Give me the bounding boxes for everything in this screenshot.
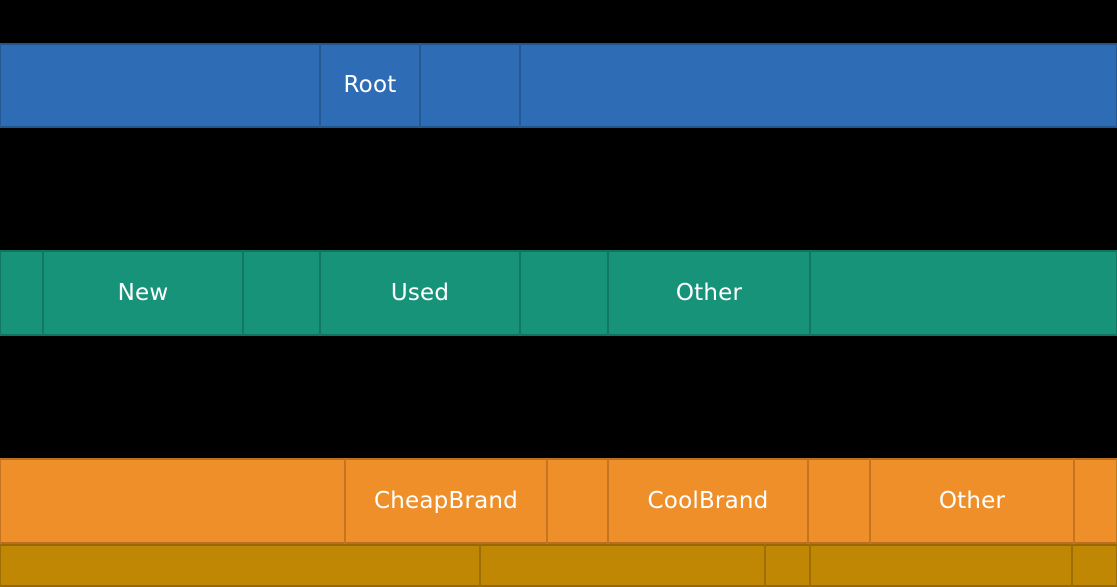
- icicle-node-label: CoolBrand: [647, 487, 769, 514]
- icicle-node-root[interactable]: Root: [320, 43, 420, 128]
- icicle-node-other[interactable]: Other: [870, 458, 1074, 544]
- icicle-node-label: CheapBrand: [374, 487, 518, 514]
- icicle-node-other[interactable]: Other: [608, 250, 810, 336]
- icicle-node-root-3[interactable]: [520, 43, 1117, 128]
- icicle-node-root-0[interactable]: [0, 43, 320, 128]
- icicle-node-label: Root: [343, 72, 397, 98]
- icicle-node-used[interactable]: Used: [320, 250, 520, 336]
- icicle-level-brand: CheapBrand CoolBrand Other: [0, 458, 1117, 544]
- icicle-node-brand-2[interactable]: [547, 458, 608, 544]
- icicle-node-category-0[interactable]: [0, 250, 43, 336]
- icicle-node-cheapbrand[interactable]: CheapBrand: [345, 458, 547, 544]
- icicle-node-coolbrand[interactable]: CoolBrand: [608, 458, 808, 544]
- icicle-level-root: Root: [0, 43, 1117, 128]
- icicle-node-new[interactable]: New: [43, 250, 243, 336]
- icicle-node-leaf-1[interactable]: [480, 544, 765, 587]
- icicle-node-brand-6[interactable]: [1074, 458, 1117, 544]
- icicle-node-leaf-2[interactable]: [765, 544, 810, 587]
- icicle-node-root-2[interactable]: [420, 43, 520, 128]
- icicle-node-category-2[interactable]: [243, 250, 320, 336]
- icicle-node-label: Other: [938, 487, 1006, 514]
- icicle-node-label: New: [117, 279, 169, 306]
- icicle-node-label: Used: [390, 279, 450, 306]
- icicle-node-leaf-0[interactable]: [0, 544, 480, 587]
- icicle-node-brand-0[interactable]: [0, 458, 345, 544]
- icicle-level-category: New Used Other: [0, 250, 1117, 336]
- icicle-node-category-4[interactable]: [520, 250, 608, 336]
- icicle-node-brand-4[interactable]: [808, 458, 870, 544]
- icicle-node-leaf-3[interactable]: [810, 544, 1072, 587]
- icicle-node-label: Other: [675, 279, 743, 306]
- icicle-node-leaf-4[interactable]: [1072, 544, 1117, 587]
- icicle-level-leaf: [0, 544, 1117, 587]
- icicle-node-category-6[interactable]: [810, 250, 1117, 336]
